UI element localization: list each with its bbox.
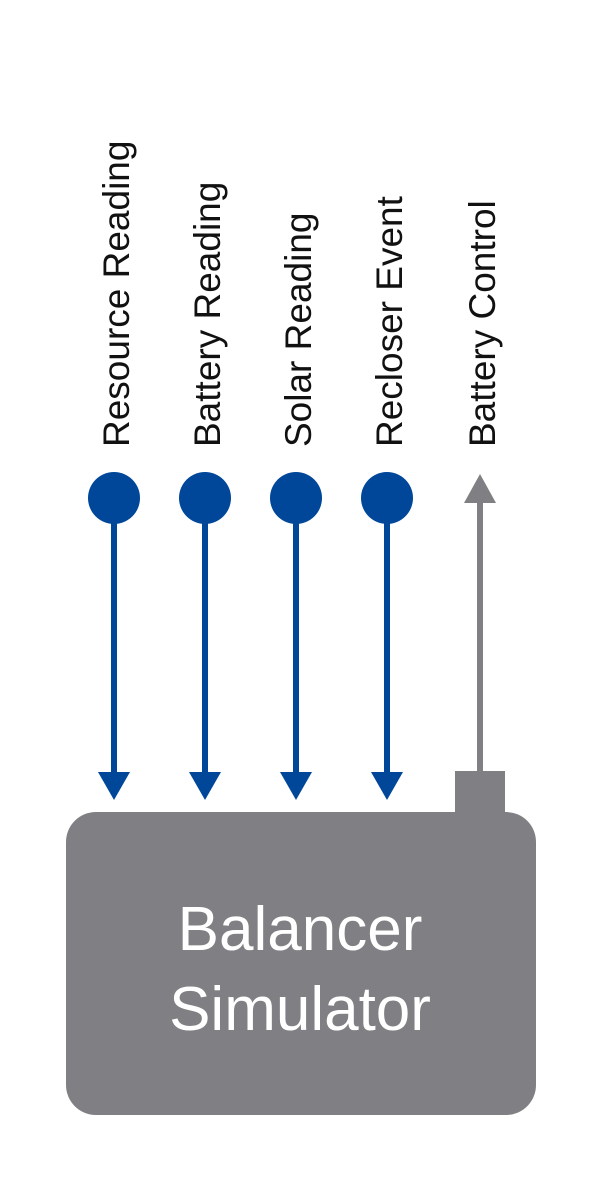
signal-label: Resource Reading xyxy=(96,141,137,447)
signal-line xyxy=(293,498,299,780)
arrow-up-icon xyxy=(464,474,496,503)
signal-line xyxy=(202,498,208,780)
simulator-block xyxy=(66,812,536,1115)
input-signal-resource-reading: Resource Reading xyxy=(88,141,140,800)
signal-label: Recloser Event xyxy=(369,195,410,447)
arrow-down-icon xyxy=(189,772,221,800)
output-signal-battery-control: Battery Control xyxy=(455,200,505,817)
arrow-down-icon xyxy=(371,772,403,800)
signal-line xyxy=(477,500,483,775)
output-port xyxy=(455,771,505,817)
signal-label: Battery Control xyxy=(462,200,503,447)
input-signal-recloser-event: Recloser Event xyxy=(361,195,413,800)
signal-line xyxy=(384,498,390,780)
signal-label: Solar Reading xyxy=(278,213,319,447)
input-signal-battery-reading: Battery Reading xyxy=(179,182,231,800)
signal-label: Battery Reading xyxy=(187,182,228,447)
balancer-simulator-box: Balancer Simulator xyxy=(66,812,536,1115)
arrow-down-icon xyxy=(280,772,312,800)
box-title-line2: Simulator xyxy=(169,975,431,1044)
input-signal-solar-reading: Solar Reading xyxy=(270,213,322,800)
arrow-down-icon xyxy=(98,772,130,800)
signal-line xyxy=(111,498,117,780)
box-title-line1: Balancer xyxy=(178,895,423,964)
